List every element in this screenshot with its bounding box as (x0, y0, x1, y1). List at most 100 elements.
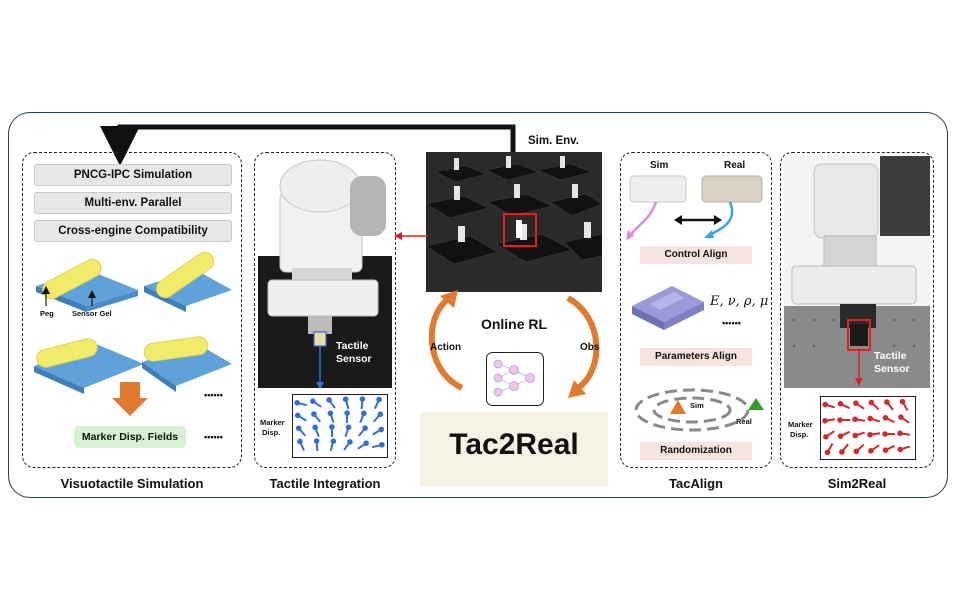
red-marker-arrow-head (867, 415, 874, 422)
red-arrow-to-integration (394, 232, 428, 240)
blue-marker-arrow-head (330, 438, 337, 444)
sim-env-grid (426, 152, 602, 292)
panel-tactile-integration (254, 152, 396, 468)
blue-marker-arrow-head (376, 396, 382, 403)
marker-label-1: Marker (260, 418, 285, 427)
tactile-sensor-label-1: Tactile (336, 340, 369, 352)
red-marker-arrow-head (897, 430, 903, 437)
neural-network-icon (486, 352, 544, 406)
real-marker-label-1: Marker (788, 420, 813, 429)
blue-marker-arrow-head (326, 397, 332, 403)
panel-tacalign (620, 152, 772, 468)
feature-pncg-ipc: PNCG-IPC Simulation (34, 164, 232, 186)
down-arrow-orange (112, 382, 148, 416)
blue-marker-arrow-head (362, 425, 368, 431)
red-marker-arrow-head (897, 446, 904, 453)
gel-slab-icon (632, 286, 704, 330)
real-marker-label-2: Disp. (790, 430, 809, 439)
real-arrow-icon (748, 398, 764, 410)
gel-label: Sensor Gel (72, 309, 112, 318)
feature-multi-env: Multi-env. Parallel (34, 192, 232, 214)
params-dots: •••••• (722, 318, 741, 328)
blue-marker-arrow-head (359, 396, 366, 402)
red-marker-arrow-head (882, 447, 889, 453)
blue-marker-arrow-head (327, 410, 334, 417)
red-marker-arrow-head (882, 431, 888, 437)
caption-tactile-integration: Tactile Integration (269, 476, 381, 491)
robot-arm-icon (258, 159, 392, 388)
randomization-label: Randomization (640, 442, 752, 460)
marker-fields-label: Marker Disp. Fields (74, 426, 186, 448)
red-marker-arrow-head (837, 433, 844, 439)
red-marker-arrow-head (824, 449, 831, 456)
caption-tacalign: TacAlign (669, 476, 723, 491)
real-label: Real (724, 160, 746, 171)
red-marker-arrow-head (837, 417, 843, 423)
blue-marker-arrow-head (345, 424, 352, 431)
marker-label-2: Disp. (262, 428, 281, 437)
blue-marker-arrow-head (312, 424, 318, 431)
control-align-label: Control Align (640, 246, 752, 264)
title-box (420, 412, 608, 486)
red-marker-arrow-head (822, 417, 828, 424)
tactile-sensor-label-2: Sensor (336, 353, 372, 365)
blue-marker-arrow-head (313, 438, 320, 444)
parameters-align-label: Parameters Align (640, 348, 752, 366)
red-marker-arrow-head (867, 431, 873, 438)
real-small-label: Real (736, 417, 752, 426)
red-marker-arrow-head (823, 434, 829, 440)
panel-visuotactile (22, 152, 242, 468)
blue-marker-arrow-head (377, 411, 384, 418)
peg-gel-illustrations (34, 251, 232, 394)
red-marker-arrow-head (884, 399, 890, 405)
red-marker-arrow-head (882, 415, 889, 421)
dots-more-2: •••••• (204, 432, 223, 442)
sim-arrow-icon (670, 400, 686, 414)
dots-more-1: •••••• (204, 390, 223, 400)
real-sensor-label-2: Sensor (874, 363, 910, 375)
blue-marker-arrow-head (311, 411, 317, 417)
tac2real-title: Tac2Real (449, 428, 579, 461)
blue-marker-arrow-head (329, 424, 335, 430)
blue-marker-arrow-head (342, 396, 349, 402)
online-rl-label: Online RL (480, 316, 548, 332)
red-marker-arrow-head (839, 449, 845, 455)
red-marker-arrow-head (868, 448, 874, 454)
obs-label: Obs (580, 342, 600, 353)
caption-visuotactile: Visuotactile Simulation (60, 476, 204, 491)
blue-marker-arrow-head (379, 441, 385, 448)
control-align-illustration (626, 175, 763, 240)
real-robot-photo (784, 156, 930, 388)
peg-label: Peg (40, 309, 54, 318)
blue-marker-arrow-head (344, 410, 350, 416)
blue-marker-arrow-head (297, 438, 303, 445)
marker-field-red (820, 396, 916, 460)
red-marker-arrow-head (852, 432, 859, 439)
blue-marker-arrow-head (363, 440, 369, 446)
red-marker-arrow-head (837, 401, 844, 407)
caption-sim2real: Sim2Real (827, 476, 887, 491)
blue-marker-arrow-head (294, 412, 301, 419)
red-marker-arrow-head (822, 401, 829, 408)
blue-marker-arrow-head (295, 425, 302, 432)
red-marker-arrow-head (853, 448, 860, 455)
blue-marker-arrow-head (347, 439, 353, 445)
red-marker-arrow-head (868, 399, 875, 406)
action-label: Action (430, 342, 462, 353)
sim-env-label: Sim. Env. (528, 135, 579, 147)
marker-field-blue (292, 394, 388, 458)
red-marker-arrow-head (898, 414, 904, 420)
rl-loop-arrows (428, 290, 600, 398)
feature-cross-engine: Cross-engine Compatibility (34, 220, 232, 242)
panel-sim2real (780, 152, 934, 468)
real-sensor-label-1: Tactile (874, 350, 907, 362)
red-marker-arrow-head (853, 400, 859, 406)
material-params: E, ν, ρ, μ (710, 294, 769, 309)
blue-marker-arrow-head (310, 398, 316, 404)
outer-frame (8, 112, 948, 498)
red-marker-arrow-head (852, 416, 858, 423)
sim-label: Sim (650, 160, 669, 171)
sim-small-label: Sim (690, 401, 704, 410)
randomization-illustration (634, 388, 764, 432)
